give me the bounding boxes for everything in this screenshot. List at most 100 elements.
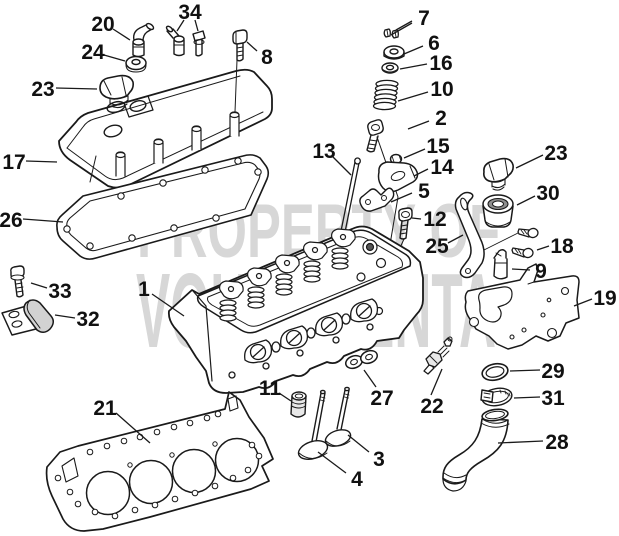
callout-34: 34: [176, 1, 202, 32]
svg-text:5: 5: [418, 180, 430, 203]
svg-text:23: 23: [544, 142, 567, 165]
part-hose-elbow: [442, 408, 510, 492]
callouts-layer: 1 2 3 4 5 6 7 8 9 10 11 12 13 14 15 16 1…: [0, 1, 617, 491]
part-valve-cover: [58, 59, 273, 189]
part-o-ring: [481, 362, 509, 382]
callout-29: 29: [509, 360, 565, 383]
svg-text:23: 23: [31, 78, 54, 101]
svg-text:22: 22: [420, 395, 443, 418]
part-oil-cap-left: [99, 74, 134, 109]
head-ports: [228, 298, 379, 379]
svg-text:29: 29: [541, 360, 564, 383]
svg-text:2: 2: [435, 107, 447, 130]
callout-23-right: 23: [515, 142, 568, 169]
part-bolt-33: [10, 265, 25, 298]
svg-text:11: 11: [259, 377, 282, 400]
svg-text:9: 9: [535, 260, 547, 283]
part-mounting-bracket: [464, 263, 580, 350]
svg-text:1: 1: [138, 278, 150, 301]
svg-text:28: 28: [545, 431, 569, 454]
callout-7: 7: [390, 7, 430, 36]
part-spring-retainer: [383, 45, 405, 60]
svg-text:19: 19: [593, 287, 616, 310]
part-valve-seal: [381, 62, 399, 74]
callout-17: 17: [2, 151, 58, 174]
svg-text:20: 20: [91, 13, 114, 36]
callout-3: 3: [347, 434, 385, 471]
callout-11: 11: [259, 377, 292, 402]
callout-2: 2: [407, 107, 447, 130]
svg-text:25: 25: [425, 235, 449, 258]
callout-10: 10: [397, 78, 454, 102]
callout-32: 32: [54, 308, 100, 331]
svg-text:7: 7: [418, 7, 430, 30]
part-valve-3: [324, 386, 352, 447]
part-valve-lifter: [290, 391, 307, 418]
part-valve-cover-gasket: [56, 154, 270, 260]
svg-text:24: 24: [81, 41, 105, 64]
callout-18: 18: [536, 235, 574, 258]
svg-text:26: 26: [0, 209, 23, 232]
svg-text:15: 15: [426, 135, 450, 158]
svg-text:12: 12: [423, 208, 446, 231]
svg-text:31: 31: [541, 387, 565, 410]
callout-4: 4: [317, 451, 363, 491]
callout-26: 26: [0, 209, 64, 232]
part-grommet: [125, 55, 147, 73]
part-rocker-arm: [377, 161, 419, 193]
part-valve-spring: [372, 79, 399, 111]
svg-text:18: 18: [550, 235, 574, 258]
part-head-gasket: [45, 391, 274, 532]
callout-21: 21: [93, 397, 151, 444]
svg-text:8: 8: [261, 46, 273, 69]
callout-28: 28: [497, 431, 569, 454]
callout-1: 1: [138, 278, 185, 317]
part-hose-clamp: [480, 387, 513, 407]
callout-8: 8: [246, 41, 273, 69]
callout-13: 13: [312, 140, 352, 176]
callout-31: 31: [513, 387, 565, 410]
part-fittings-pair: [165, 25, 206, 57]
callout-9: 9: [511, 260, 547, 283]
svg-text:14: 14: [430, 156, 454, 179]
svg-text:30: 30: [536, 182, 559, 205]
callout-6: 6: [403, 32, 440, 55]
part-clamp: [1, 299, 54, 336]
part-oil-cap-right: [483, 157, 514, 191]
part-rocker-bolt: [366, 119, 384, 153]
callout-24: 24: [81, 41, 126, 64]
part-fitting-9: [493, 249, 508, 280]
part-bracket-strap: [454, 191, 485, 279]
part-screws-pair: [483, 227, 539, 259]
part-temp-sensor: [423, 336, 453, 375]
callout-30: 30: [516, 182, 560, 206]
svg-text:34: 34: [178, 1, 202, 24]
callout-19: 19: [573, 287, 617, 310]
part-filler-neck: [482, 194, 514, 228]
svg-text:32: 32: [76, 308, 99, 331]
callout-15: 15: [403, 135, 450, 159]
svg-text:16: 16: [429, 52, 452, 75]
svg-text:13: 13: [312, 140, 335, 163]
svg-text:21: 21: [93, 397, 117, 420]
callout-33: 33: [30, 280, 72, 303]
head-valvetrain: [219, 228, 356, 322]
parts-layer: [1, 22, 580, 532]
svg-text:4: 4: [351, 468, 363, 491]
valve-cover-bolt-tabs: [115, 111, 240, 177]
part-guide-plate: [359, 187, 395, 212]
callout-27: 27: [363, 369, 394, 410]
svg-text:6: 6: [428, 32, 440, 55]
part-elbow-fitting: [132, 22, 155, 58]
callout-22: 22: [420, 368, 444, 418]
svg-text:10: 10: [430, 78, 453, 101]
part-washer-link: [345, 349, 378, 370]
svg-text:3: 3: [373, 448, 385, 471]
callout-16: 16: [399, 52, 453, 75]
callout-25: 25: [425, 234, 464, 258]
svg-text:17: 17: [2, 151, 25, 174]
svg-text:27: 27: [370, 387, 393, 410]
part-cylinder-head: [167, 225, 424, 394]
